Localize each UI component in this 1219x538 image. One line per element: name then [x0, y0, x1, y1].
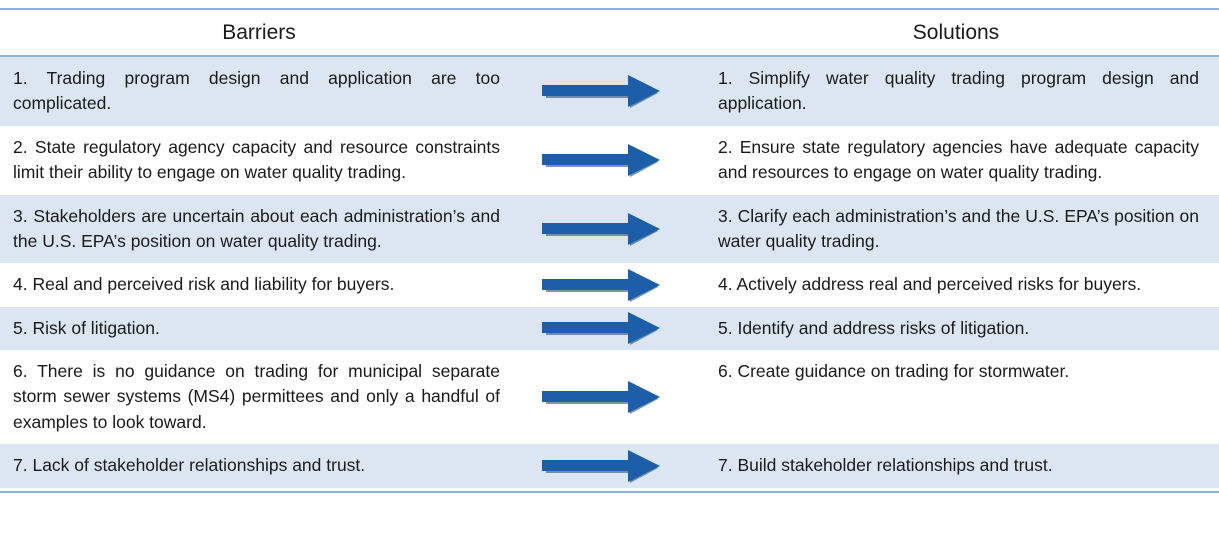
solution-text: 2. Ensure state regulatory agencies have… — [718, 136, 1199, 183]
solution-text: 4. Actively address real and perceived r… — [718, 274, 1142, 295]
barrier-cell: 3. Stakeholders are uncertain about each… — [0, 195, 518, 264]
barrier-text: 7. Lack of stakeholder relationships and… — [13, 455, 366, 476]
table-header-row: Barriers Solutions — [0, 8, 1219, 57]
barrier-text: 6. There is no guidance on trading for m… — [13, 361, 500, 432]
arrow-cell — [518, 57, 693, 126]
solution-cell: 4. Actively address real and perceived r… — [693, 263, 1219, 306]
arrow-cell — [518, 126, 693, 195]
arrow-cell — [518, 195, 693, 264]
table-row: 5. Risk of litigation. 5. Identify and ad… — [0, 306, 1219, 350]
barrier-text: 1. Trading program design and applicatio… — [13, 68, 500, 114]
solution-text: 6. Create guidance on trading for stormw… — [718, 361, 1070, 381]
barrier-cell: 5. Risk of litigation. — [0, 307, 518, 350]
solution-cell: 1. Simplify water quality trading progra… — [693, 57, 1219, 126]
solution-cell: 7. Build stakeholder relationships and t… — [693, 444, 1219, 487]
arrow-cell — [518, 263, 693, 306]
solution-text: 7. Build stakeholder relationships and t… — [718, 455, 1053, 476]
column-header-solutions: Solutions — [912, 21, 1000, 44]
right-arrow-icon — [542, 449, 660, 483]
barrier-text: 3. Stakeholders are uncertain about each… — [13, 205, 500, 251]
table-row: 4. Real and perceived risk and liability… — [0, 263, 1219, 307]
barrier-cell: 2. State regulatory agency capacity and … — [0, 126, 518, 195]
solution-cell: 3. Clarify each administration’s and the… — [693, 195, 1219, 264]
arrow-cell — [518, 307, 693, 350]
barrier-cell: 6. There is no guidance on trading for m… — [0, 350, 518, 444]
solution-cell: 2. Ensure state regulatory agencies have… — [693, 126, 1219, 195]
barrier-cell: 7. Lack of stakeholder relationships and… — [0, 444, 518, 487]
solution-cell: 5. Identify and address risks of litigat… — [693, 307, 1219, 350]
barrier-text: 4. Real and perceived risk and liability… — [13, 274, 395, 295]
table-row: 3. Stakeholders are uncertain about each… — [0, 194, 1219, 264]
solution-text: 1. Simplify water quality trading progra… — [718, 68, 1199, 114]
table-bottom-border — [0, 488, 1219, 493]
barrier-cell: 4. Real and perceived risk and liability… — [0, 263, 518, 306]
arrow-cell — [518, 444, 693, 487]
arrow-cell — [518, 350, 693, 444]
barrier-text: 5. Risk of litigation. — [13, 317, 160, 338]
barrier-text: 2. State regulatory agency capacity and … — [13, 136, 500, 183]
table-body: 1. Trading program design and applicatio… — [0, 57, 1219, 488]
right-arrow-icon — [542, 75, 660, 109]
table-row: 6. There is no guidance on trading for m… — [0, 350, 1219, 445]
barriers-solutions-table: Barriers Solutions 1. Trading program de… — [0, 8, 1219, 538]
right-arrow-icon — [542, 268, 660, 302]
table-row: 7. Lack of stakeholder relationships and… — [0, 444, 1219, 488]
table-row: 2. State regulatory agency capacity and … — [0, 125, 1219, 195]
column-header-barriers: Barriers — [222, 21, 296, 44]
solution-cell: 6. Create guidance on trading for stormw… — [693, 350, 1219, 444]
right-arrow-icon — [542, 212, 660, 246]
right-arrow-icon — [542, 144, 660, 178]
table-row: 1. Trading program design and applicatio… — [0, 57, 1219, 126]
right-arrow-icon — [542, 312, 660, 346]
barrier-cell: 1. Trading program design and applicatio… — [0, 57, 518, 126]
right-arrow-icon — [542, 381, 660, 415]
solution-text: 5. Identify and address risks of litigat… — [718, 317, 1030, 338]
solution-text: 3. Clarify each administration’s and the… — [718, 205, 1199, 251]
